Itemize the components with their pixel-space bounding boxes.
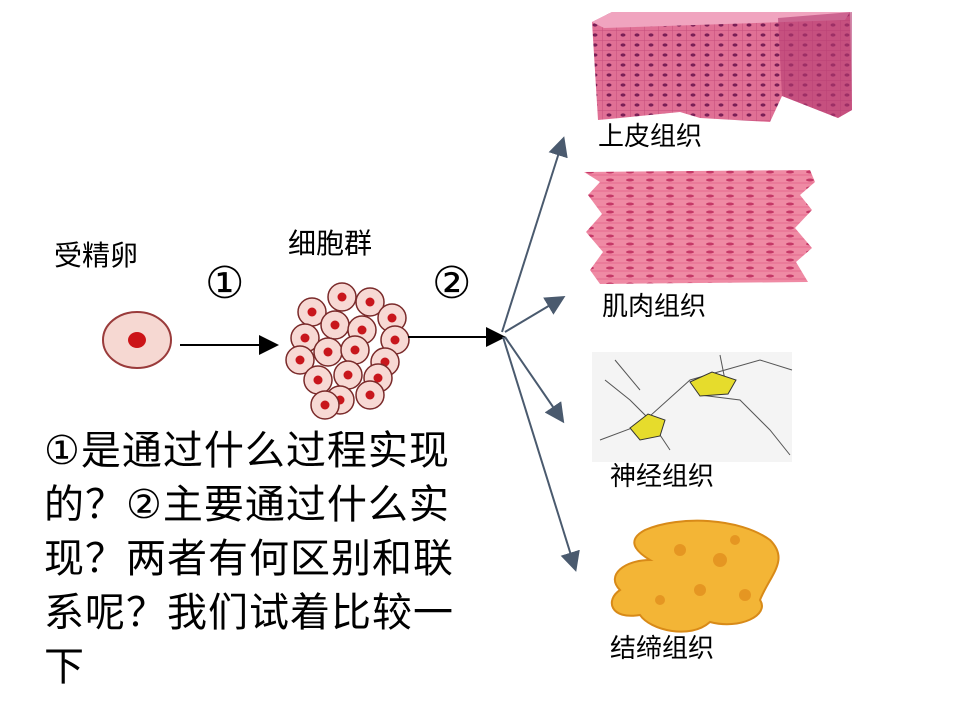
cluster-cell-nucleus — [373, 373, 383, 383]
tissue-label-epithelial: 上皮组织 — [598, 122, 703, 152]
step1-marker: ① — [205, 258, 245, 309]
cluster-cell-nucleus — [323, 347, 333, 357]
nerve-tissue-image — [592, 352, 793, 462]
cluster-cell-nucleus — [387, 313, 397, 323]
cluster-cell-nucleus — [300, 333, 310, 343]
cluster-cell-nucleus — [343, 370, 353, 380]
connective-tissue-image — [610, 519, 780, 633]
cluster-cell-nucleus — [357, 325, 367, 335]
cluster-cell-nucleus — [330, 320, 340, 330]
cell-cluster-label: 细胞群 — [288, 227, 373, 260]
cluster-cell-nucleus — [307, 307, 317, 317]
cluster-cell-nucleus — [295, 355, 305, 365]
tissue-label-muscle: 肌肉组织 — [602, 292, 707, 322]
cluster-cell-nucleus — [365, 390, 375, 400]
step2-marker: ② — [432, 258, 472, 309]
cluster-cell-nucleus — [320, 400, 330, 410]
epithelial-tissue-image — [592, 12, 852, 122]
question-text: ①是通过什么过程实现的？②主要通过什么实现？两者有何区别和联系呢？我们试着比较一… — [44, 428, 454, 690]
zygote-cell — [102, 311, 172, 369]
cluster-cell-nucleus — [337, 292, 347, 302]
cluster-cell-nucleus — [390, 335, 400, 345]
zygote-label: 受精卵 — [54, 239, 139, 272]
cluster-cell-nucleus — [350, 345, 360, 355]
branch-arrows — [501, 136, 580, 572]
cluster-cell-nucleus — [365, 297, 375, 307]
tissue-label-connective: 结缔组织 — [610, 634, 715, 664]
muscle-tissue-image — [584, 170, 815, 284]
cluster-cell-nucleus — [313, 375, 323, 385]
tissue-label-nerve: 神经组织 — [610, 462, 715, 492]
cell-cluster — [285, 282, 410, 420]
